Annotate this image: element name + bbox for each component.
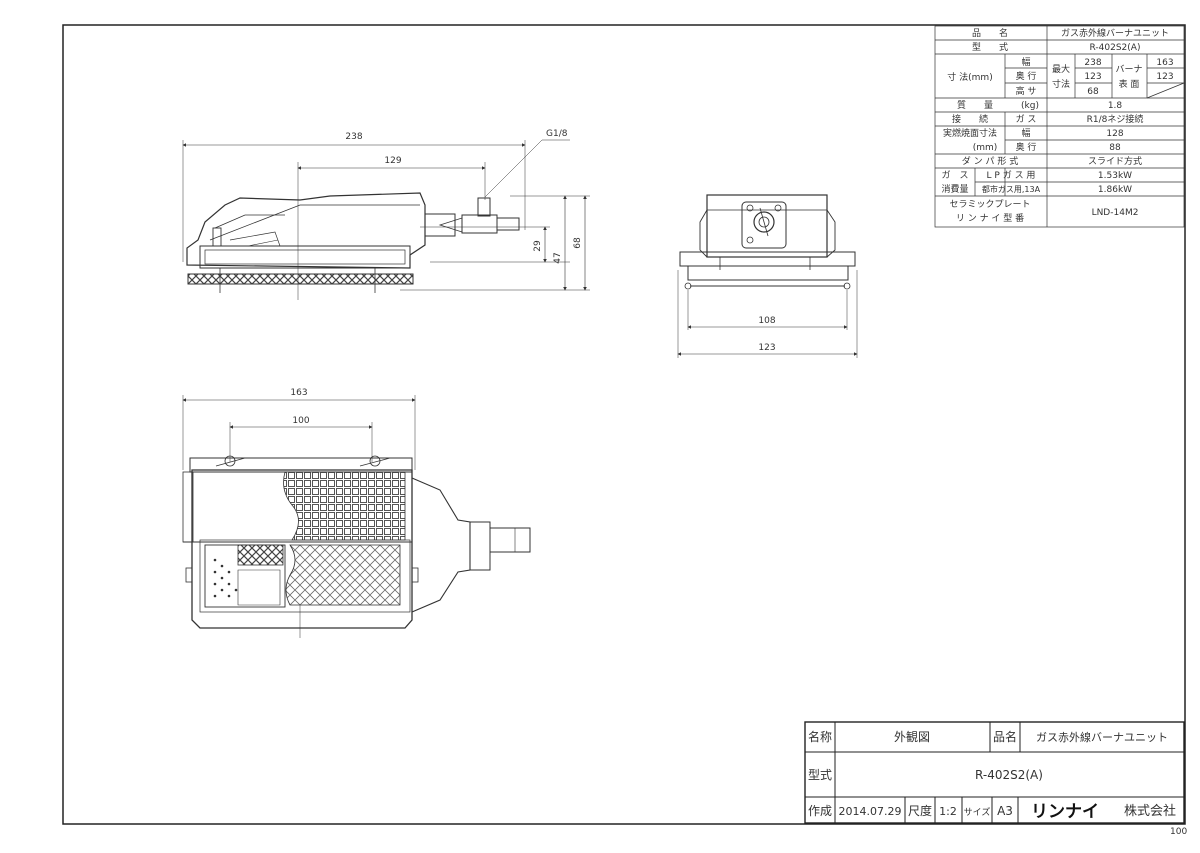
spec-comb-depth-label: 奥 行: [1016, 141, 1037, 153]
dim-side-partial: 129: [384, 156, 401, 166]
dim-top-outer: 163: [290, 388, 307, 398]
spec-width-label: 幅: [1021, 56, 1030, 68]
spec-burner-label-1: バーナ: [1115, 64, 1142, 75]
front-view: [677, 194, 858, 358]
spec-consumption-label-2: 消費量: [941, 183, 968, 195]
spec-product-name: ガス赤外線バーナユニット: [1061, 27, 1169, 39]
spec-max-label-2: 寸法: [1052, 78, 1070, 90]
spec-connection-label: 接 続: [952, 113, 988, 125]
spec-max-depth: 123: [1084, 72, 1101, 82]
tb-scale-value: 1:2: [939, 805, 957, 818]
dim-front-outer: 123: [758, 343, 775, 353]
spec-max-height: 68: [1087, 87, 1099, 97]
spec-table-text: 品 名 ガス赤外線バーナユニット 型 式 R-402S2(A) 寸 法(mm) …: [941, 27, 1173, 224]
tb-size-value: A3: [997, 804, 1013, 818]
spec-city-label: 都市ガス用,13A: [982, 184, 1041, 194]
spec-mass-label: 質 量: [957, 99, 993, 111]
spec-lp-value: 1.53kW: [1098, 171, 1132, 181]
tb-model-label: 型式: [808, 768, 832, 782]
spec-dims-label: 寸 法(mm): [947, 71, 992, 83]
dim-side-overall: 238: [345, 132, 362, 142]
spec-damper-label: ダ ン パ 形 式: [962, 155, 1018, 167]
spec-combustion-label-1: 実燃焼面寸法: [943, 127, 997, 139]
spec-lp-label: L P ガ ス 用: [987, 170, 1036, 181]
top-view: [182, 395, 531, 638]
tb-name-label: 名称: [808, 729, 832, 744]
side-view-dims: 238 129 G1/8 29 47 68: [345, 129, 583, 264]
dim-height-29: 29: [533, 240, 543, 252]
spec-model-label: 型 式: [972, 41, 1008, 53]
spec-comb-width-label: 幅: [1021, 127, 1030, 139]
tb-product-label: 品名: [993, 729, 1017, 744]
spec-burner-width: 163: [1156, 58, 1173, 68]
spec-burner-depth: 123: [1156, 72, 1173, 82]
spec-ceramic-label-2: リ ン ナ イ 型 番: [956, 212, 1024, 224]
title-block-text: 名称 外観図 品名 ガス赤外線バーナユニット 型式 R-402S2(A) 作成 …: [808, 729, 1176, 822]
spec-height-label: 高 サ: [1016, 85, 1037, 97]
spec-connection: R1/8ネジ接続: [1087, 113, 1144, 125]
tb-name-value: 外観図: [894, 730, 930, 744]
spec-product-label: 品 名: [972, 27, 1008, 39]
sheet-border: [62, 24, 1186, 825]
tb-scale-label: 尺度: [908, 803, 932, 818]
tb-model-value: R-402S2(A): [975, 768, 1043, 782]
tb-created-label: 作成: [808, 804, 832, 818]
spec-combustion-label-2: (mm): [973, 143, 998, 153]
spec-burner-label-2: 表 面: [1119, 78, 1140, 90]
tb-company-suffix: 株式会社: [1124, 803, 1176, 819]
spec-max-label-1: 最大: [1052, 63, 1070, 75]
spec-damper: スライド方式: [1088, 155, 1142, 167]
side-view: [182, 139, 590, 300]
dim-height-47: 47: [553, 252, 563, 263]
spec-depth-label: 奥 行: [1016, 70, 1037, 82]
spec-comb-width: 128: [1106, 129, 1123, 139]
dim-front-inner: 108: [758, 316, 775, 326]
spec-consumption-label-1: ガ ス: [941, 170, 968, 181]
spec-gas-label: ガ ス: [1016, 114, 1037, 125]
sheet-number: 100: [1170, 827, 1187, 837]
tb-product-value: ガス赤外線バーナユニット: [1036, 730, 1168, 744]
top-view-dims: 163 100: [290, 388, 309, 426]
spec-mass-unit: (kg): [1021, 101, 1039, 111]
dim-height-68: 68: [573, 237, 583, 249]
dim-top-inner: 100: [292, 416, 309, 426]
spec-model: R-402S2(A): [1090, 43, 1141, 53]
spec-ceramic-label-1: セラミックプレート: [949, 199, 1030, 210]
tb-created-value: 2014.07.29: [839, 805, 902, 818]
dim-thread: G1/8: [546, 129, 568, 139]
spec-ceramic-model: LND-14M2: [1092, 208, 1139, 218]
spec-city-value: 1.86kW: [1098, 185, 1132, 195]
front-view-dims: 108 123: [758, 316, 775, 353]
spec-mass: 1.8: [1108, 101, 1123, 111]
spec-max-width: 238: [1084, 58, 1101, 68]
spec-table: [934, 25, 1185, 228]
tb-size-label: サイズ: [964, 806, 991, 818]
title-block: [804, 721, 1185, 824]
spec-comb-depth: 88: [1109, 143, 1121, 153]
company-logo: リンナイ: [1031, 802, 1099, 822]
